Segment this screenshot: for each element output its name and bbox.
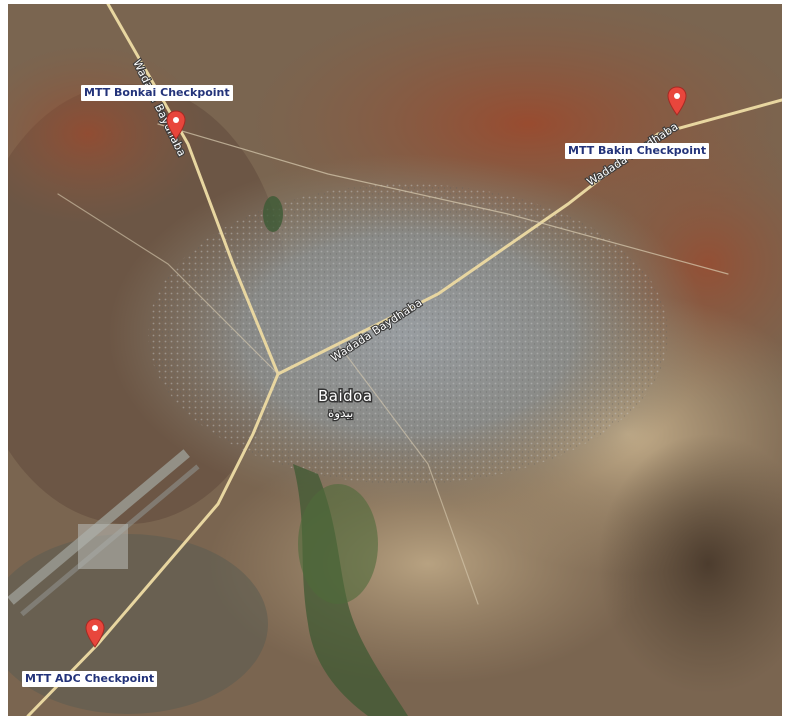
vegetation-small — [263, 196, 283, 232]
city-texture — [148, 184, 668, 484]
map-pin-icon[interactable] — [667, 86, 687, 116]
map-pin-icon[interactable] — [166, 110, 186, 140]
checkpoint-label-adc[interactable]: MTT ADC Checkpoint — [22, 671, 158, 687]
satellite-map[interactable]: Wadada Baydhaba Wadada Baydhaba Wadada B… — [8, 4, 782, 716]
terrain-dark-southeast — [598, 434, 782, 694]
road-network — [26, 4, 782, 716]
map-frame[interactable]: Wadada Baydhaba Wadada Baydhaba Wadada B… — [8, 4, 782, 716]
city-label: Baidoa — [318, 387, 373, 405]
checkpoint-label-bakin[interactable]: MTT Bakin Checkpoint — [565, 143, 710, 159]
vegetation-patch — [298, 484, 378, 604]
airport-compound — [78, 524, 128, 569]
city-label-arabic: بيدوة — [328, 406, 353, 421]
checkpoint-label-bonkai[interactable]: MTT Bonkai Checkpoint — [81, 85, 233, 101]
map-pin-icon[interactable] — [85, 618, 105, 648]
